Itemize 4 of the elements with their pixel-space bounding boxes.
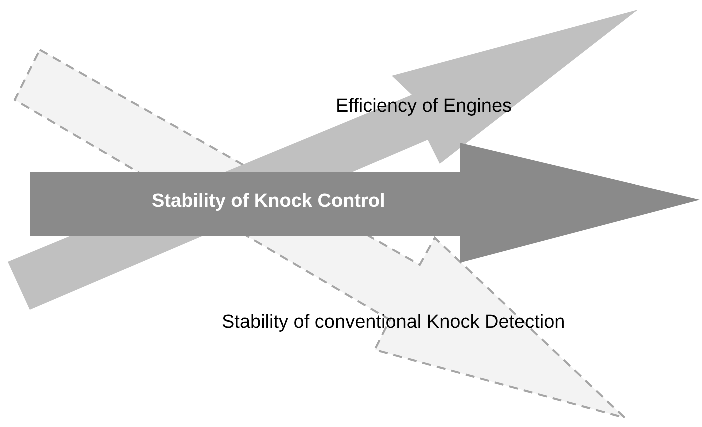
arrow-label: Efficiency of Engines [336,96,512,118]
arrow-label: Stability of conventional Knock Detection [222,312,566,334]
arrow-label: Stability of Knock Control [152,191,386,213]
arrow-shape [28,140,702,266]
